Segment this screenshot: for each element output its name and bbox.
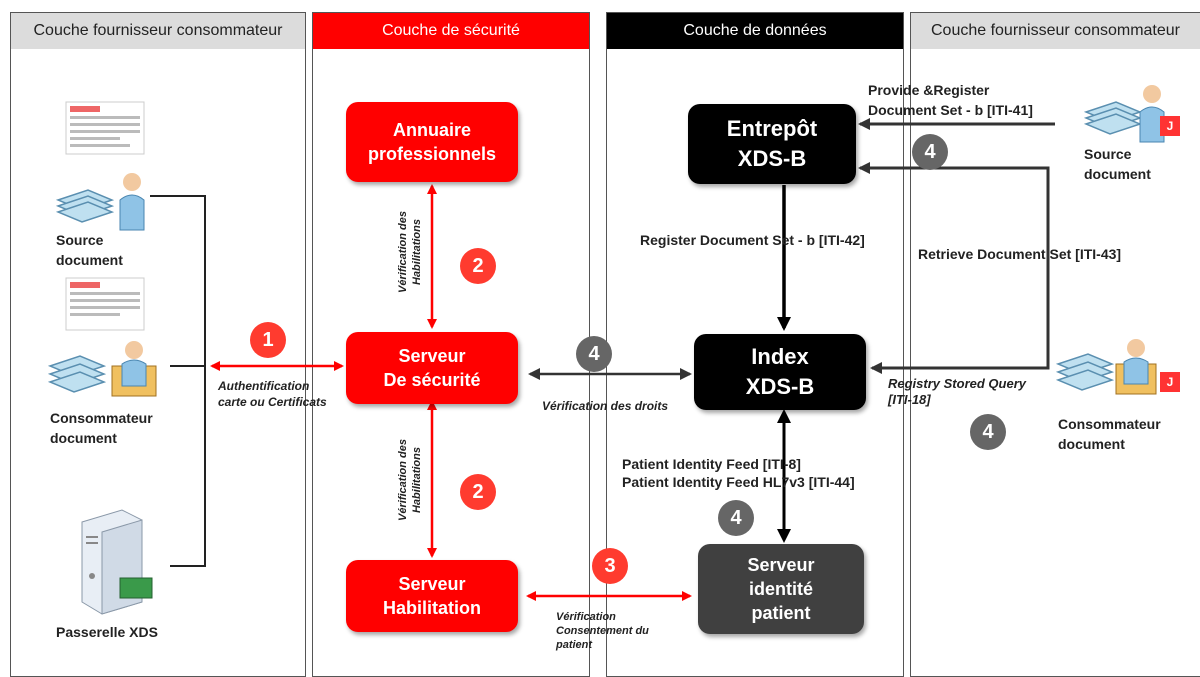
verif-habil-label-bottom: Vérification des Habilitations [396, 430, 424, 530]
serveur-identite-box: Serveur identité patient [698, 544, 864, 634]
server-icon [81, 509, 153, 615]
verif-consent-label: Vérification Consentement du patient [556, 610, 649, 652]
step-badge-4b: 4 [912, 134, 948, 170]
pif1-label: Patient Identity Feed [ITI-8] [622, 456, 801, 472]
auth-label-line2: carte ou Certificats [218, 395, 327, 409]
annuaire-line2: professionnels [367, 144, 497, 164]
right-consommateur-label: Consommateur document [1058, 414, 1161, 454]
right-source-line1: Source [1084, 146, 1132, 162]
provide-line2: Document Set - b [ITI-41] [868, 102, 1033, 118]
left-source-label: Source document [56, 230, 123, 270]
left-connector-line [150, 195, 206, 567]
right-consommateur-line1: Consommateur [1058, 416, 1161, 432]
left-consommateur-label: Consommateur document [50, 408, 153, 448]
verif-habil-bottom-line2: Habilitations [411, 447, 423, 514]
verif-habil-top-line2: Habilitations [411, 219, 423, 286]
retrieve-loop [858, 162, 1050, 374]
serveur-identite-line3: patient [751, 603, 811, 623]
serveur-habilitation-box: Serveur Habilitation [346, 560, 518, 632]
serveur-securite-line2: De sécurité [383, 370, 481, 390]
source-document-icon [55, 173, 145, 231]
verif-droits-label: Vérification des droits [542, 399, 669, 413]
right-source-document-icon [1083, 85, 1165, 143]
left-consommateur-line1: Consommateur [50, 410, 153, 426]
verif-habil-bottom-line1: Vérification des [397, 439, 409, 521]
registry-line1: Registry Stored Query [888, 376, 1026, 391]
left-source-line1: Source [56, 232, 104, 248]
right-consumer-mark: J [1160, 372, 1180, 392]
verif-habil-top-line1: Vérification des [397, 211, 409, 293]
step-badge-1: 1 [250, 322, 286, 358]
index-line2: XDS-B [745, 374, 815, 399]
right-consumer-document-icon [1055, 339, 1157, 395]
layer-title-right: Couche fournisseur consommateur [911, 13, 1200, 49]
provide-label: Provide &Register Document Set - b [ITI-… [868, 80, 1033, 120]
document-form-icon-bottom [65, 277, 145, 331]
retrieve-label: Retrieve Document Set [ITI-43] [918, 246, 1122, 262]
right-source-label: Source document [1084, 144, 1151, 184]
register-label: Register Document Set - b [ITI-42] [640, 232, 865, 248]
verif-habil-label-top: Vérification des Habilitations [396, 202, 424, 302]
serveur-habilitation-line2: Habilitation [383, 598, 481, 618]
verif-consent-line3: patient [556, 639, 593, 651]
layer-fournisseur-left: Couche fournisseur consommateur [10, 12, 306, 677]
serveur-securite-box: Serveur De sécurité [346, 332, 518, 404]
annuaire-line1: Annuaire [392, 120, 471, 140]
layer-fournisseur-right: Couche fournisseur consommateur [910, 12, 1200, 677]
annuaire-box: Annuaire professionnels [346, 102, 518, 182]
layer-title-left: Couche fournisseur consommateur [11, 13, 305, 49]
step-badge-4a: 4 [576, 336, 612, 372]
left-consommateur-line2: document [50, 430, 117, 446]
entrepot-box: Entrepôt XDS-B [688, 104, 856, 184]
entrepot-line1: Entrepôt [726, 116, 818, 141]
left-source-line2: document [56, 252, 123, 268]
layer-title-donnees: Couche de données [607, 13, 903, 49]
step-badge-4d: 4 [718, 500, 754, 536]
step-badge-4c: 4 [970, 414, 1006, 450]
right-source-line2: document [1084, 166, 1151, 182]
right-consommateur-line2: document [1058, 436, 1125, 452]
serveur-identite-line1: Serveur [747, 555, 815, 575]
serveur-securite-line1: Serveur [398, 346, 466, 366]
consumer-document-icon [47, 341, 157, 397]
registry-label: Registry Stored Query [ITI-18] [888, 376, 1026, 408]
verif-consent-line1: Vérification [556, 611, 616, 623]
serveur-identite-line2: identité [748, 579, 813, 599]
step-badge-2b: 2 [460, 474, 496, 510]
layer-title-securite: Couche de sécurité [313, 13, 589, 49]
step-badge-2a: 2 [460, 248, 496, 284]
pif2-label: Patient Identity Feed HL7v3 [ITI-44] [622, 474, 855, 490]
document-form-icon-top [65, 101, 145, 155]
index-box: Index XDS-B [694, 334, 866, 410]
right-source-mark: J [1160, 116, 1180, 136]
registry-line2: [ITI-18] [888, 392, 931, 407]
index-line1: Index [751, 344, 809, 369]
passerelle-label: Passerelle XDS [56, 624, 158, 640]
entrepot-line2: XDS-B [737, 146, 807, 171]
verif-consent-line2: Consentement du [556, 625, 649, 637]
auth-label-line1: Authentification [218, 379, 310, 393]
step-badge-3: 3 [592, 548, 628, 584]
serveur-habilitation-line1: Serveur [398, 574, 466, 594]
auth-label: Authentification carte ou Certificats [218, 378, 327, 410]
provide-line1: Provide &Register [868, 82, 990, 98]
